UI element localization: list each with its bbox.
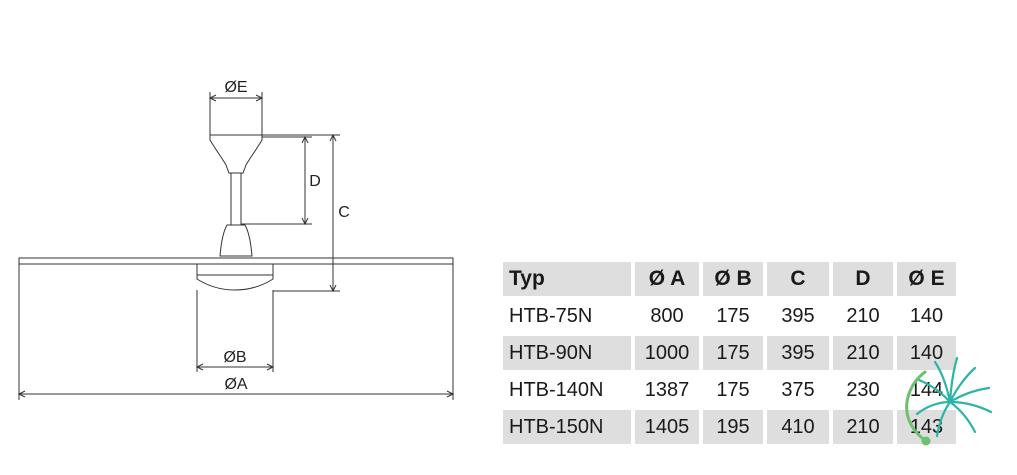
- table-row: HTB-75N 800 175 395 210 140: [503, 299, 956, 333]
- cell-d: 210: [833, 299, 897, 333]
- header-typ: Typ: [503, 262, 635, 296]
- cell-a: 1000: [635, 336, 703, 370]
- header-e: Ø E: [897, 262, 956, 296]
- header-d: D: [833, 262, 897, 296]
- cell-a: 1387: [635, 373, 703, 407]
- cell-b: 175: [703, 336, 767, 370]
- cell-typ: HTB-75N: [503, 299, 635, 333]
- label-d: D: [309, 173, 321, 190]
- label-a: ØA: [224, 376, 247, 393]
- label-c: C: [338, 204, 350, 221]
- fan-logo-icon: [905, 356, 993, 446]
- cell-c: 395: [767, 299, 833, 333]
- cell-a: 1405: [635, 410, 703, 444]
- dimension-spec-table: Typ Ø A Ø B C D Ø E HTB-75N 800 175 395 …: [503, 259, 956, 447]
- cell-b: 195: [703, 410, 767, 444]
- fan-blades: [18, 257, 454, 265]
- table-row: HTB-90N 1000 175 395 210 140: [503, 336, 956, 370]
- label-e: ØE: [224, 79, 247, 96]
- cell-e: 140: [897, 336, 956, 370]
- ceiling-canopy: [209, 134, 263, 174]
- cell-typ: HTB-150N: [503, 410, 635, 444]
- motor-lower-housing: [196, 263, 274, 291]
- cell-c: 410: [767, 410, 833, 444]
- label-b: ØB: [223, 349, 246, 366]
- dimension-a: [17, 264, 455, 400]
- cell-b: 175: [703, 299, 767, 333]
- cell-d: 210: [833, 410, 897, 444]
- table-row: HTB-140N 1387 175 375 230 144: [503, 373, 956, 407]
- header-a: Ø A: [635, 262, 703, 296]
- cell-d: 230: [833, 373, 897, 407]
- cell-a: 800: [635, 299, 703, 333]
- header-b: Ø B: [703, 262, 767, 296]
- table-header-row: Typ Ø A Ø B C D Ø E: [503, 262, 956, 296]
- cell-typ: HTB-90N: [503, 336, 635, 370]
- header-c: C: [767, 262, 833, 296]
- cell-e: 140: [897, 299, 956, 333]
- cell-c: 375: [767, 373, 833, 407]
- dimension-e: [208, 92, 264, 135]
- down-rod: [230, 172, 242, 226]
- cell-b: 175: [703, 373, 767, 407]
- cell-c: 395: [767, 336, 833, 370]
- dimension-b: [195, 290, 275, 372]
- dimension-d: [241, 135, 312, 226]
- table-row: HTB-150N 1405 195 410 210 143: [503, 410, 956, 444]
- cell-typ: HTB-140N: [503, 373, 635, 407]
- motor-housing: [219, 224, 253, 257]
- dimension-c: [262, 133, 340, 293]
- cell-d: 210: [833, 336, 897, 370]
- fan-dimension-diagram: ØE D C ØB ØA: [17, 79, 455, 400]
